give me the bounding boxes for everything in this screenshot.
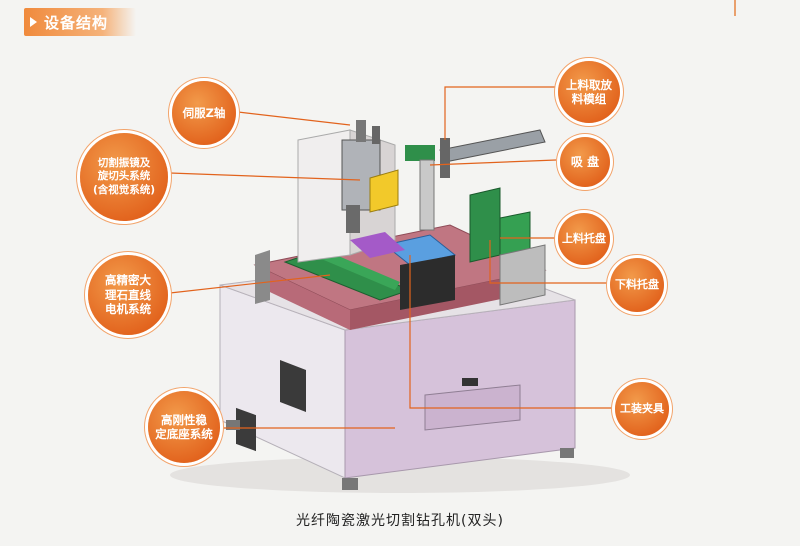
leader-suction [429, 159, 557, 166]
loading-arm-pillar [440, 138, 450, 178]
callout-rigid-base: 高刚性稳 定底座系统 [148, 391, 220, 463]
guide-post [255, 250, 270, 304]
loading-tray [469, 187, 501, 263]
callout-text: 上料取放 料模组 [566, 77, 612, 106]
front-vent-left [236, 407, 256, 452]
cutting-nozzle [346, 205, 360, 233]
callout-unloading-tray: 下料托盘 [610, 258, 664, 312]
section-title: 设备结构 [44, 14, 109, 32]
callout-loading-tray: 上料托盘 [558, 213, 610, 265]
leader-galvo [169, 172, 361, 181]
callout-fixture: 工装夹具 [615, 382, 669, 436]
tray-base [499, 244, 546, 306]
leader-lines [169, 86, 613, 429]
leader-motor [169, 274, 331, 294]
callout-text: 伺服Z轴 [182, 105, 226, 120]
callout-text: 切割振镜及 旋切头系统 (含视觉系统) [92, 157, 156, 196]
callout-text: 高精密大 理石直线 电机系统 [105, 273, 151, 317]
decor-line [734, 0, 736, 16]
callout-servo-z: 伺服Z轴 [172, 81, 236, 145]
foot [342, 478, 358, 490]
leader-fixture [409, 255, 613, 409]
leader-servo [237, 111, 351, 126]
loading-arm [439, 129, 546, 163]
leader-loading [444, 86, 556, 140]
arrow-icon [30, 17, 37, 27]
leader-unload-tray [489, 240, 608, 284]
section-header: 设备结构 [24, 8, 136, 36]
cable-chain [405, 145, 435, 161]
figure-caption: 光纤陶瓷激光切割钻孔机(双头) [296, 513, 504, 529]
foot [560, 448, 574, 458]
servo-motor [356, 120, 366, 142]
callout-text: 高刚性稳 定底座系统 [155, 412, 213, 441]
galvo-head [369, 169, 399, 213]
callout-loading-module: 上料取放 料模组 [558, 61, 620, 123]
callout-text: 下料托盘 [615, 278, 659, 292]
base-right-face [344, 299, 576, 479]
servo-motor [372, 126, 380, 144]
work-plate [350, 232, 405, 258]
servo-z-head [341, 139, 381, 211]
callout-text: 吸 盘 [570, 154, 600, 169]
foot [226, 420, 240, 430]
fixture-block [400, 255, 455, 310]
callout-text: 工装夹具 [620, 402, 664, 416]
front-vent-right [280, 360, 306, 412]
floor-shadow [170, 457, 630, 493]
callout-suction: 吸 盘 [560, 137, 610, 187]
suction-column [419, 159, 435, 231]
callout-text: 上料托盘 [562, 232, 606, 246]
callout-cutting-galvo: 切割振镜及 旋切头系统 (含视觉系统) [80, 133, 168, 221]
side-switch [462, 378, 478, 386]
callout-linear-motor: 高精密大 理石直线 电机系统 [88, 255, 168, 335]
